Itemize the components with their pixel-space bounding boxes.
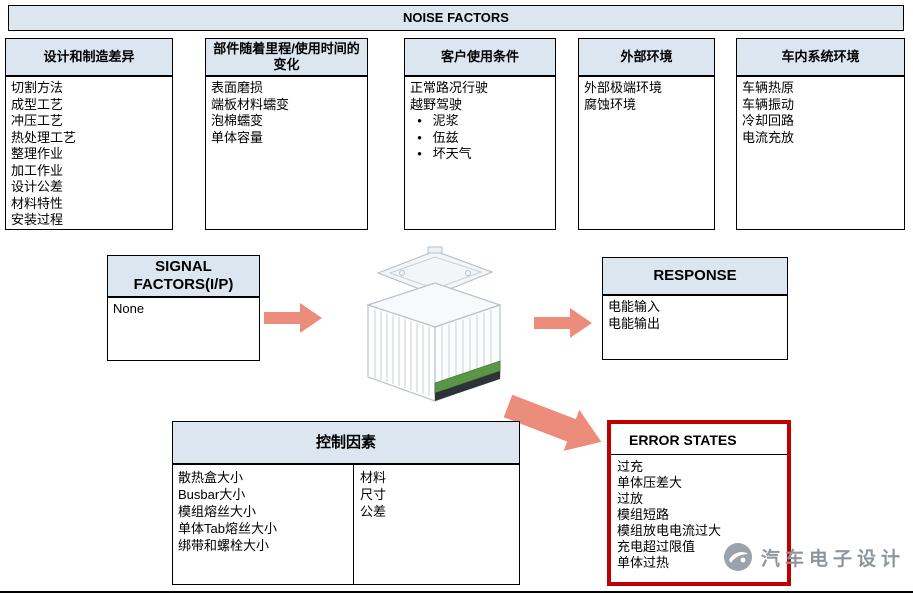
arrow-right-icon <box>534 308 592 338</box>
list-item: 整理作业 <box>11 146 64 161</box>
list-item: 充电超过限值 <box>617 539 696 554</box>
arrow-down-right-icon <box>503 394 602 451</box>
list-item: 切割方法 <box>11 80 64 95</box>
noise-col-vehicle-title: 车内系统环境 <box>781 49 860 65</box>
list-item: 加工作业 <box>11 162 64 178</box>
signal-factors-header: SIGNAL FACTORS(I/P) <box>107 255 260 297</box>
response-list: 电能输入 电能输出 <box>602 295 788 360</box>
error-states-box: ERROR STATES 过充 单体压差大 过放 模组短路 模组放电电流过大 充… <box>607 420 791 586</box>
list-item: 散热盒大小 <box>178 470 244 485</box>
list-item: 腐蚀环境 <box>584 96 637 112</box>
noise-col-aging-title: 部件随着里程/使用时间的变化 <box>213 41 360 72</box>
list-item: 电流充放 <box>742 129 795 145</box>
list-item: 车辆振动 <box>742 96 795 112</box>
control-factors-body: 散热盒大小 Busbar大小 模组熔丝大小 单体Tab熔丝大小 绑带和螺栓大小 … <box>172 464 520 585</box>
list-item: 端板材料蠕变 <box>211 96 290 112</box>
control-factors-right-list: 材料 尺寸 公差 <box>354 465 519 584</box>
list-item: 单体容量 <box>211 129 264 145</box>
noise-col-usage-title: 客户使用条件 <box>440 49 519 65</box>
control-factors-left-list: 散热盒大小 Busbar大小 模组熔丝大小 单体Tab熔丝大小 绑带和螺栓大小 <box>173 465 354 584</box>
list-item: 安装过程 <box>11 212 64 227</box>
list-item: 成型工艺 <box>11 96 64 112</box>
noise-col-usage-list: 正常路况行驶 越野驾驶 • 泥浆 • 伍兹 • 坏天气 <box>404 76 556 230</box>
signal-factors-list: None <box>107 297 260 361</box>
list-item: 表面磨损 <box>211 80 264 95</box>
error-states-list: 过充 单体压差大 过放 模组短路 模组放电电流过大 充电超过限值 单体过热 <box>611 455 787 575</box>
control-factors-header: 控制因素 <box>172 421 520 464</box>
noise-col-vehicle-list: 车辆热原 车辆振动 冷却回路 电流充放 <box>736 76 905 230</box>
list-item: 电能输出 <box>608 315 661 331</box>
list-item: 过充 <box>617 459 644 474</box>
noise-col-usage-header: 客户使用条件 <box>404 38 556 76</box>
list-item: 材料特性 <box>11 195 64 211</box>
arrow-right-icon <box>264 303 322 333</box>
response-header: RESPONSE <box>602 257 788 295</box>
list-item: 模组放电电流过大 <box>617 523 722 538</box>
response-title: RESPONSE <box>653 267 737 284</box>
list-item: 单体过热 <box>617 555 670 570</box>
list-item: 热处理工艺 <box>11 129 77 145</box>
noise-col-vehicle-header: 车内系统环境 <box>736 38 905 76</box>
control-factors-title: 控制因素 <box>315 433 376 451</box>
list-item: 单体Tab熔丝大小 <box>178 521 277 536</box>
list-item: 冲压工艺 <box>11 113 64 128</box>
noise-col-design-header: 设计和制造差异 <box>5 38 173 76</box>
noise-col-aging-header: 部件随着里程/使用时间的变化 <box>205 38 368 76</box>
noise-col-design-list: 切割方法 成型工艺 冲压工艺 热处理工艺 整理作业 加工作业 设计公差 材料特性… <box>5 76 173 230</box>
list-item: 越野驾驶 <box>410 96 463 112</box>
list-item: 冷却回路 <box>742 113 795 128</box>
list-item: 过放 <box>617 491 644 506</box>
watermark: 汽车电子设计 <box>723 541 905 573</box>
watermark-logo <box>723 543 752 571</box>
list-item: • 泥浆 <box>410 113 459 128</box>
list-item: 模组熔丝大小 <box>178 504 257 519</box>
list-item: 绑带和螺栓大小 <box>178 538 270 553</box>
list-item: None <box>113 301 145 316</box>
error-states-title: ERROR STATES <box>611 424 787 455</box>
noise-factors-banner: NOISE FACTORS <box>8 5 904 31</box>
noise-col-design-title: 设计和制造差异 <box>43 49 135 65</box>
list-item: 车辆热原 <box>742 80 795 95</box>
list-item: 设计公差 <box>11 179 64 194</box>
list-item: • 伍兹 <box>410 129 459 145</box>
list-item: 泡棉蠕变 <box>211 113 264 128</box>
bottom-rule <box>0 591 913 593</box>
list-item: 模组短路 <box>617 507 670 522</box>
battery-module-image <box>366 246 502 402</box>
list-item: 材料 <box>360 470 387 485</box>
list-item: Busbar大小 <box>178 487 246 502</box>
noise-col-external-header: 外部环境 <box>578 38 715 76</box>
list-item: 正常路况行驶 <box>410 80 489 95</box>
list-item: 尺寸 <box>360 487 387 502</box>
noise-col-aging-list: 表面磨损 端板材料蠕变 泡棉蠕变 单体容量 <box>205 76 368 230</box>
signal-factors-title: SIGNAL FACTORS(I/P) <box>133 258 234 293</box>
noise-factors-title: NOISE FACTORS <box>403 10 509 26</box>
list-item: 外部极端环境 <box>584 80 663 95</box>
noise-col-external-list: 外部极端环境 腐蚀环境 <box>578 76 715 230</box>
watermark-text: 汽车电子设计 <box>760 548 905 570</box>
noise-col-external-title: 外部环境 <box>620 49 673 65</box>
list-item: 电能输入 <box>608 299 661 314</box>
list-item: 单体压差大 <box>617 475 683 490</box>
list-item: • 坏天气 <box>410 146 472 161</box>
list-item: 公差 <box>360 504 387 519</box>
